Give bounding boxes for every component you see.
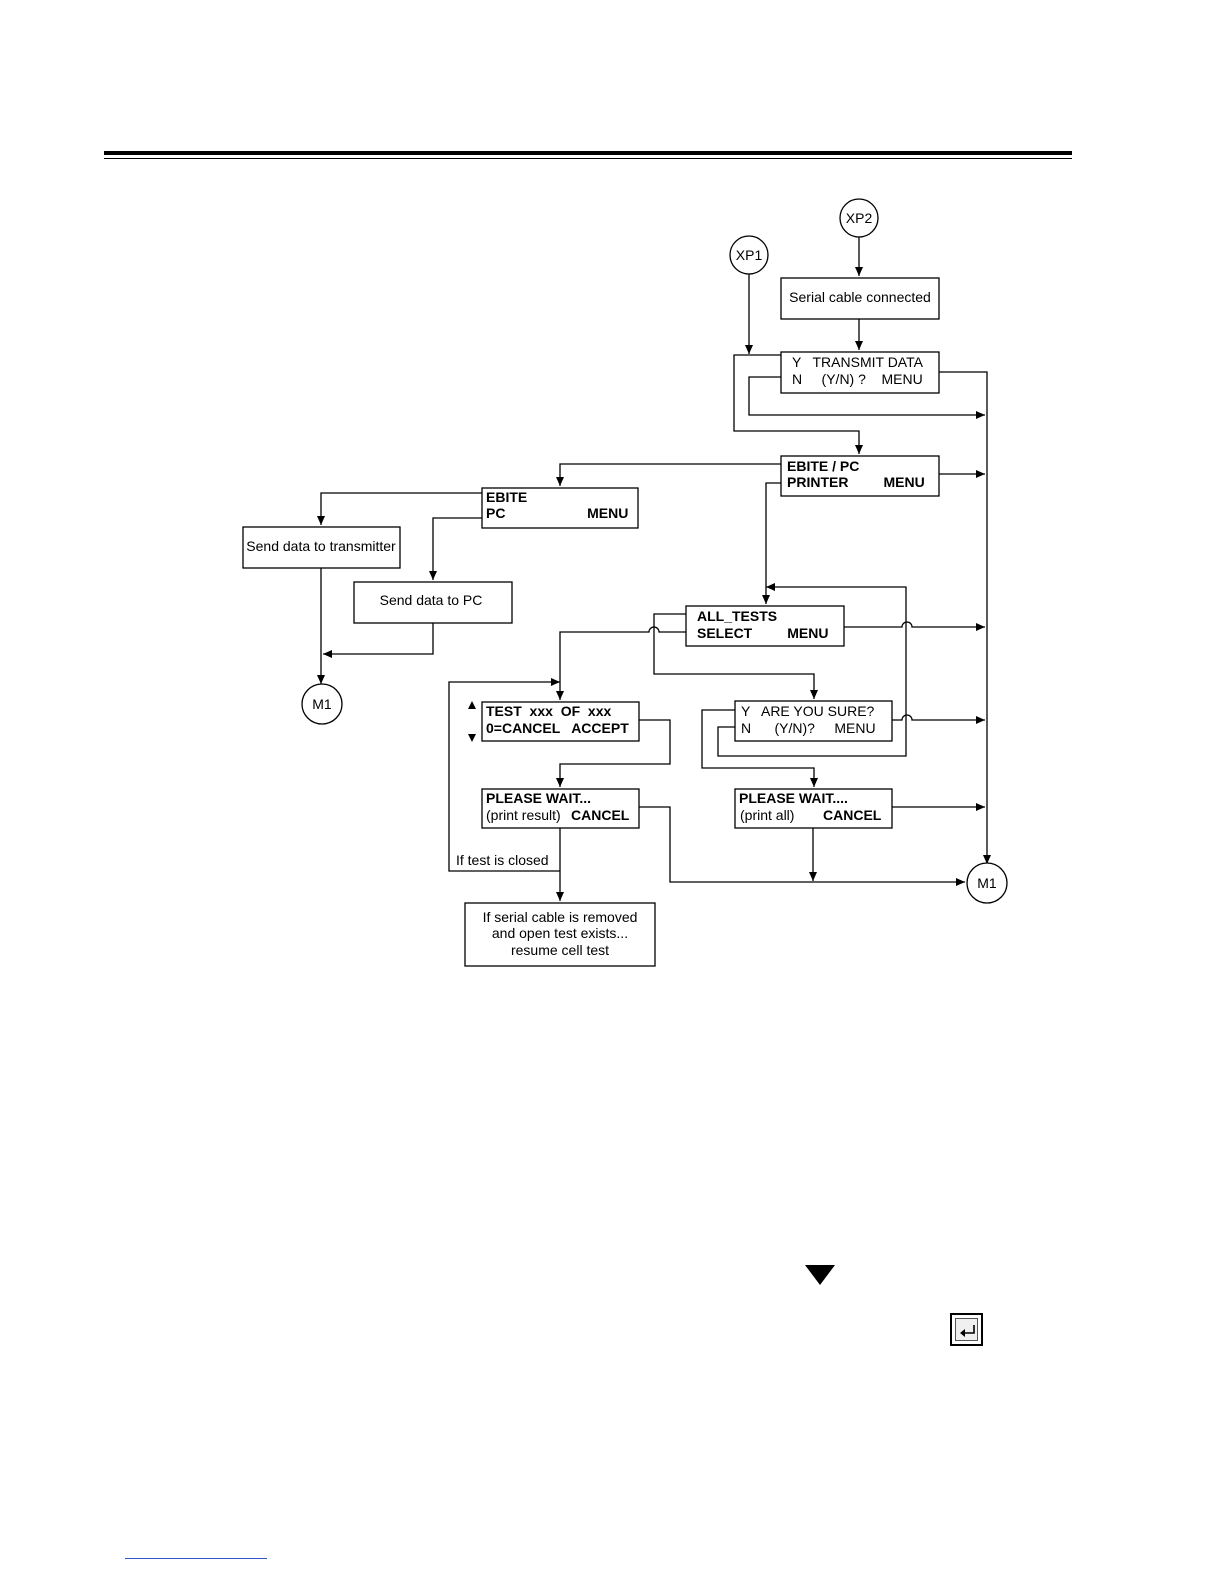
connector-xp1-label: XP1 [736, 247, 763, 263]
enter-key-icon [950, 1313, 983, 1346]
box-send-pc [353, 581, 513, 624]
edge-transmit-y [733, 354, 863, 454]
serial-cable-label: Serial cable connected [789, 289, 931, 305]
test-xxx-line2: 0=CANCEL ACCEPT [486, 720, 629, 736]
connector-m1-right-label: M1 [977, 875, 997, 891]
edge-sure-n [717, 726, 892, 757]
transmit-line2: N (Y/N) ? MENU [792, 371, 923, 387]
edge-alltests-menu [844, 621, 985, 631]
header-rule-thick [104, 151, 1072, 155]
please-wait-all-line2b: CANCEL [823, 807, 882, 823]
box-resume [464, 902, 656, 967]
edge-transmit-n [748, 376, 985, 419]
connector-m1-left [301, 683, 343, 725]
please-wait-result-line1: PLEASE WAIT... [486, 790, 591, 806]
box-transmit-data [780, 351, 940, 394]
edge-sure-menu [892, 714, 985, 724]
box-send-transmitter [242, 526, 401, 569]
please-wait-result-line2a: (print result) [486, 807, 565, 823]
edge-test-accept [556, 719, 671, 787]
scroll-down-icon [468, 734, 476, 742]
connector-m1-left-label: M1 [312, 696, 332, 712]
send-transmitter-label: Send data to transmitter [246, 538, 396, 554]
down-triangle-icon [805, 1265, 835, 1285]
transmit-line1: Y TRANSMIT DATA [792, 354, 924, 370]
box-serial-cable [780, 277, 940, 320]
please-wait-all-line2a: (print all) [740, 807, 794, 823]
box-test-xxx [481, 701, 640, 742]
edge-waitresult-m1 [639, 806, 965, 886]
edge-loop-alltests [766, 583, 907, 757]
edge-ebite-transmitter [317, 492, 482, 525]
are-you-sure-line2: N (Y/N)? MENU [741, 720, 876, 736]
footer-rule [125, 1558, 267, 1559]
box-please-wait-result [481, 788, 640, 829]
resume-line2: and open test exists... [492, 925, 628, 941]
scroll-up-icon [468, 701, 476, 709]
edge-ebite-sendpc [429, 517, 482, 580]
test-xxx-line1: TEST xxx OF xxx [486, 703, 611, 719]
ebite-line2: PC MENU [486, 505, 628, 521]
box-ebite-pc [780, 455, 940, 497]
connector-xp2-label: XP2 [846, 210, 873, 226]
resume-line3: resume cell test [511, 942, 609, 958]
send-pc-label: Send data to PC [380, 592, 483, 608]
box-are-you-sure [734, 700, 893, 742]
edge-sure-y [701, 709, 818, 787]
ebite-pc-line2: PRINTER MENU [787, 474, 925, 490]
box-all-tests [685, 605, 845, 647]
edge-sendpc-m1 [323, 623, 434, 658]
ebite-line1: EBITE [486, 489, 527, 505]
all-tests-line1: ALL_TESTS [697, 608, 777, 624]
are-you-sure-line1: Y ARE YOU SURE? [741, 703, 875, 719]
edge-ebitepc-ebite [556, 463, 781, 486]
edge-test-closed-loop [448, 678, 560, 872]
all-tests-line2: SELECT MENU [697, 625, 828, 641]
edge-alltests-test [556, 626, 686, 700]
edge-printer-alltests [762, 482, 781, 604]
if-test-closed-label: If test is closed [456, 852, 549, 868]
edge-right-trunk [939, 371, 991, 864]
box-please-wait-all [734, 788, 893, 829]
resume-line1: If serial cable is removed [483, 909, 638, 925]
connector-xp1 [729, 235, 769, 275]
connector-m1-right [966, 862, 1008, 904]
edge-alltests-sure [653, 613, 818, 699]
header-rule-thin [104, 158, 1072, 159]
please-wait-result-line2b: CANCEL [571, 807, 630, 823]
connector-xp2 [839, 198, 879, 238]
ebite-pc-line1: EBITE / PC [787, 458, 859, 474]
please-wait-all-line1: PLEASE WAIT.... [739, 790, 848, 806]
box-ebite [481, 487, 639, 529]
